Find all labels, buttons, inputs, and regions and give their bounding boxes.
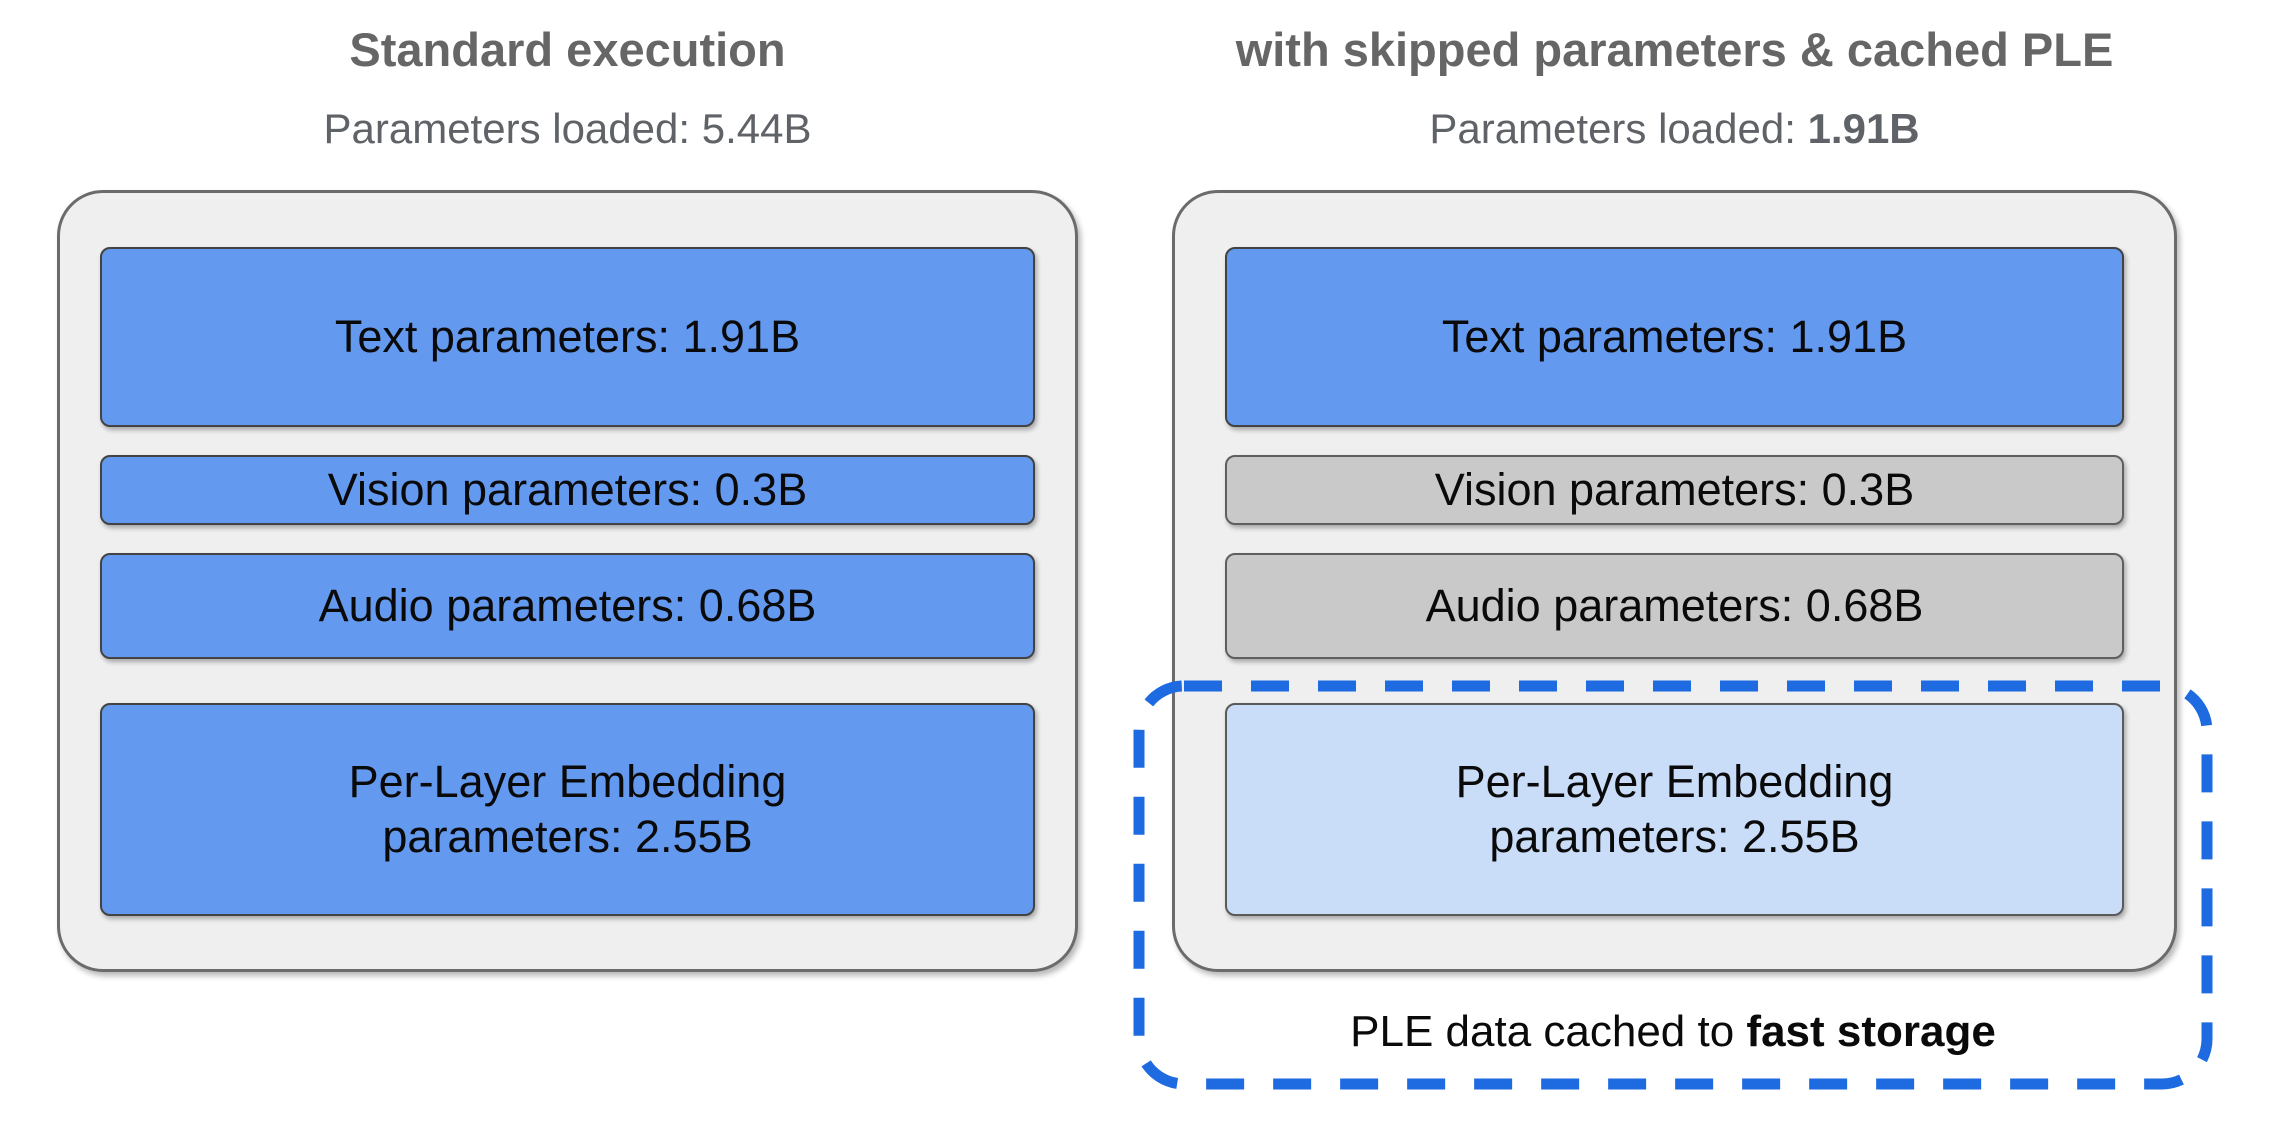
- ple-cache-caption-bold: fast storage: [1746, 1007, 1996, 1056]
- panel-title-skipped: with skipped parameters & cached PLE: [1235, 23, 2114, 76]
- param-box-vision: Vision parameters: 0.3B: [100, 455, 1035, 525]
- model-container-standard: Text parameters: 1.91B Vision parameters…: [57, 190, 1078, 972]
- subtitle-label: Parameters loaded:: [323, 105, 702, 152]
- param-box-vision-skipped: Vision parameters: 0.3B: [1225, 455, 2124, 525]
- param-box-audio-label: Audio parameters: 0.68B: [318, 579, 817, 631]
- ple-cache-caption-prefix: PLE data cached to: [1350, 1007, 1747, 1056]
- subtitle-value: 1.91B: [1807, 105, 1920, 152]
- param-box-ple-cached: Per-Layer Embedding parameters: 2.55B: [1225, 703, 2124, 916]
- param-box-ple-label: Per-Layer Embedding parameters: 2.55B: [1455, 755, 1894, 862]
- param-box-audio-label: Audio parameters: 0.68B: [1425, 579, 1924, 631]
- panel-subtitle-skipped: Parameters loaded: 1.91B: [1172, 104, 2177, 154]
- param-box-vision-label: Vision parameters: 0.3B: [327, 463, 808, 515]
- subtitle-label: Parameters loaded:: [1429, 105, 1808, 152]
- ple-cache-caption: PLE data cached to fast storage: [1133, 1006, 2213, 1059]
- param-box-ple-label: Per-Layer Embedding parameters: 2.55B: [348, 755, 787, 862]
- standard-execution-panel: Standard execution Parameters loaded: 5.…: [57, 0, 1078, 1134]
- param-box-vision-label: Vision parameters: 0.3B: [1434, 463, 1915, 515]
- skipped-cached-panel: with skipped parameters & cached PLE Par…: [1172, 0, 2177, 1134]
- param-box-audio-skipped: Audio parameters: 0.68B: [1225, 553, 2124, 659]
- param-box-text: Text parameters: 1.91B: [100, 247, 1035, 427]
- panel-title-standard: Standard execution: [349, 23, 786, 76]
- param-box-audio: Audio parameters: 0.68B: [100, 553, 1035, 659]
- param-box-text-label: Text parameters: 1.91B: [334, 310, 801, 362]
- param-box-ple: Per-Layer Embedding parameters: 2.55B: [100, 703, 1035, 916]
- panel-subtitle-standard: Parameters loaded: 5.44B: [57, 104, 1078, 154]
- param-box-text: Text parameters: 1.91B: [1225, 247, 2124, 427]
- subtitle-value: 5.44B: [701, 105, 812, 152]
- param-box-text-label: Text parameters: 1.91B: [1441, 310, 1908, 362]
- model-container-skipped: Text parameters: 1.91B Vision parameters…: [1172, 190, 2177, 972]
